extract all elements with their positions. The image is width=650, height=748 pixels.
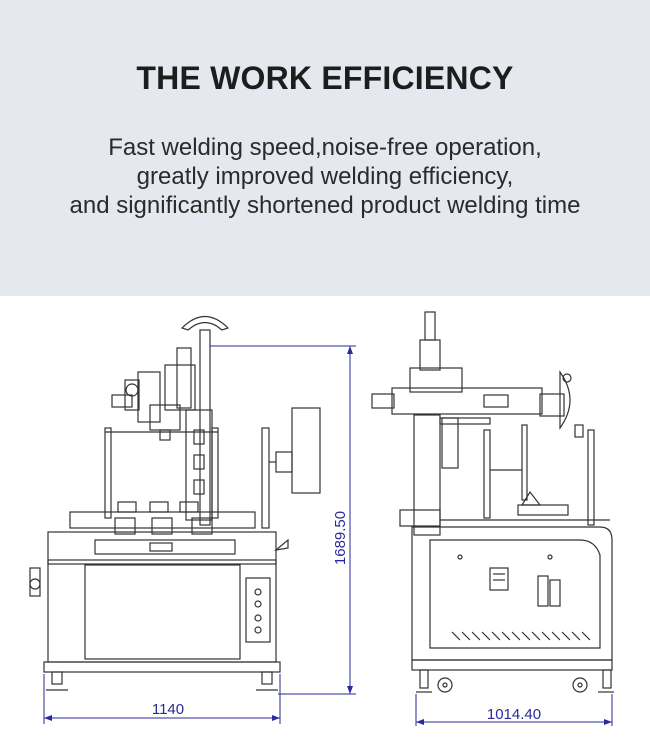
front-view (29, 315, 321, 691)
slotted-column (185, 409, 213, 521)
header-banner: THE WORK EFFICIENCY Fast welding speed,n… (0, 0, 650, 296)
control-panel (245, 577, 271, 643)
side-fixture (291, 407, 321, 494)
side-cabinet (411, 526, 613, 661)
front-width-dimension-label: 1140 (152, 701, 184, 718)
side-width-dimension-label: 1014.40 (487, 706, 541, 723)
vent-grill (451, 631, 591, 641)
subtitle-block: Fast welding speed,noise-free operation,… (0, 133, 650, 220)
torch-handle (180, 315, 230, 331)
subtitle-line-1: Fast welding speed,noise-free operation, (108, 134, 542, 161)
side-view (371, 311, 614, 693)
subtitle-line-2: greatly improved welding efficiency, (136, 163, 514, 190)
machine-technical-drawing: 1689.50 1140 1014.40 (29, 311, 614, 726)
side-column (413, 414, 441, 536)
page-title: THE WORK EFFICIENCY (136, 60, 514, 96)
vertical-column (199, 329, 211, 526)
height-dimension-label: 1689.50 (332, 511, 349, 565)
subtitle-line-3: and significantly shortened product weld… (69, 192, 581, 219)
horizontal-arm (391, 387, 543, 415)
work-table (69, 511, 256, 529)
